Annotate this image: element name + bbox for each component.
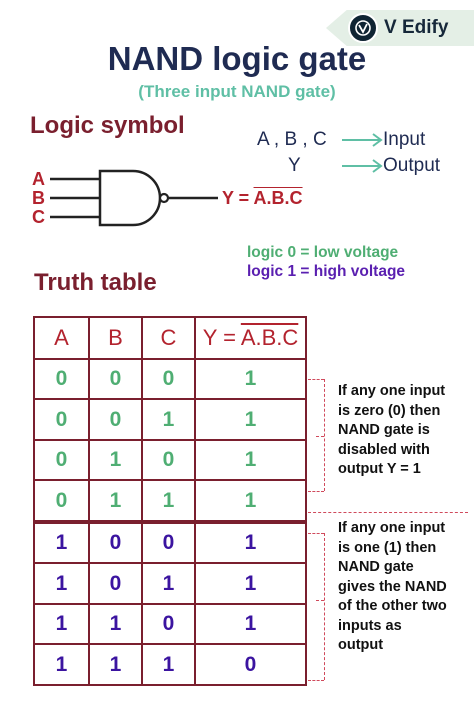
truth-table-header-row: A B C Y = A.B.C xyxy=(33,316,307,360)
note-line: output Y = 1 xyxy=(338,461,421,477)
gate-input-c-label: C xyxy=(32,207,45,227)
note-line: inputs as xyxy=(338,617,402,634)
gate-output-prefix: Y = xyxy=(222,188,254,208)
gate-input-a-label: A xyxy=(32,169,45,189)
note-line: If any one input xyxy=(338,520,446,536)
cell-a: 1 xyxy=(33,643,90,686)
cell-b: 1 xyxy=(88,643,143,686)
cell-y: 1 xyxy=(194,398,307,441)
truth-table-heading: Truth table xyxy=(34,269,157,296)
cell-c: 0 xyxy=(141,602,196,646)
cell-a: 1 xyxy=(33,519,90,565)
legend-arrow-icon xyxy=(342,159,383,173)
cell-a: 1 xyxy=(33,602,90,646)
page-title: NAND logic gate xyxy=(107,40,367,77)
table-row: 0 1 0 1 xyxy=(33,438,307,482)
note-line: NAND gate xyxy=(338,559,414,575)
header-y: Y = A.B.C xyxy=(194,316,307,360)
cell-b: 0 xyxy=(88,519,143,565)
table-row: 0 0 0 1 xyxy=(33,357,307,401)
note-line: is zero (0) then xyxy=(338,402,441,419)
bracket-tick-2 xyxy=(316,600,324,601)
logic-0-note: logic 0 = low voltage xyxy=(247,244,399,261)
cell-c: 1 xyxy=(141,562,196,605)
cell-b: 0 xyxy=(88,357,143,401)
bracket-bottom-2 xyxy=(308,680,324,681)
note-line: disabled with xyxy=(338,441,430,458)
legend-inputs-symbols: A , B , C xyxy=(257,129,327,150)
table-row: 0 0 1 1 xyxy=(33,398,307,441)
cell-b: 1 xyxy=(88,479,143,523)
table-row: 1 0 1 1 xyxy=(33,562,307,605)
header-y-expr: A.B.C xyxy=(240,325,299,350)
table-row: 1 1 0 1 xyxy=(33,602,307,646)
cell-a: 0 xyxy=(33,357,90,401)
note-line: If any one input xyxy=(338,383,446,399)
cell-c: 0 xyxy=(141,438,196,482)
table-row: 1 0 0 1 xyxy=(33,519,307,565)
note-line: NAND gate is xyxy=(338,422,430,438)
cell-c: 1 xyxy=(141,398,196,441)
table-row: 1 1 1 0 xyxy=(33,643,307,686)
cell-y: 1 xyxy=(194,602,307,646)
cell-c: 1 xyxy=(141,643,196,686)
legend-output-meaning: Output xyxy=(383,155,441,176)
header-c: C xyxy=(141,316,196,360)
cell-b: 1 xyxy=(88,602,143,646)
cell-a: 0 xyxy=(33,438,90,482)
logic-symbol-heading: Logic symbol xyxy=(30,112,185,139)
cell-c: 0 xyxy=(141,357,196,401)
note-zero-input: If any one input is zero (0) then NAND g… xyxy=(338,382,474,480)
cell-a: 0 xyxy=(33,398,90,441)
logic-1-note: logic 1 = high voltage xyxy=(247,263,406,280)
bracket-tick-1 xyxy=(316,436,324,437)
brand-logo-icon xyxy=(348,13,378,43)
header-b: B xyxy=(88,316,143,360)
gate-output-expr: A.B.C xyxy=(253,188,303,208)
group-divider xyxy=(308,512,468,513)
note-one-input: If any one input is one (1) then NAND ga… xyxy=(338,519,474,656)
cell-y: 1 xyxy=(194,357,307,401)
note-line: output xyxy=(338,637,384,653)
table-row: 0 1 1 1 xyxy=(33,479,307,523)
bracket-top-1 xyxy=(308,379,324,380)
brand-name: V Edify xyxy=(384,17,449,38)
bracket-line-2 xyxy=(324,533,325,680)
cell-y: 1 xyxy=(194,479,307,523)
brand-badge: V Edify xyxy=(326,10,474,46)
bracket-bottom-1 xyxy=(308,491,324,492)
bracket-top-2 xyxy=(308,533,324,534)
bracket-line-1 xyxy=(324,379,325,491)
header-a: A xyxy=(33,316,90,360)
cell-c: 0 xyxy=(141,519,196,565)
cell-y: 1 xyxy=(194,438,307,482)
cell-b: 0 xyxy=(88,562,143,605)
note-line: is one (1) then xyxy=(338,539,437,556)
truth-table: A B C Y = A.B.C 0 0 0 1 0 0 1 1 0 1 0 1 … xyxy=(33,316,307,686)
gate-output-expression: Y = A.B.C xyxy=(222,188,303,209)
cell-c: 1 xyxy=(141,479,196,523)
cell-b: 1 xyxy=(88,438,143,482)
cell-a: 1 xyxy=(33,562,90,605)
cell-y: 1 xyxy=(194,519,307,565)
page-subtitle: (Three input NAND gate) xyxy=(138,82,336,101)
note-line: of the other two xyxy=(338,598,447,614)
legend-output-symbol: Y xyxy=(288,155,301,176)
cell-a: 0 xyxy=(33,479,90,523)
header-y-prefix: Y = xyxy=(202,325,241,350)
cell-b: 0 xyxy=(88,398,143,441)
legend-arrow-icon xyxy=(342,133,383,147)
cell-y: 0 xyxy=(194,643,307,686)
legend-inputs-meaning: Input xyxy=(383,129,426,150)
gate-input-b-label: B xyxy=(32,188,45,208)
cell-y: 1 xyxy=(194,562,307,605)
note-line: gives the NAND xyxy=(338,578,447,595)
